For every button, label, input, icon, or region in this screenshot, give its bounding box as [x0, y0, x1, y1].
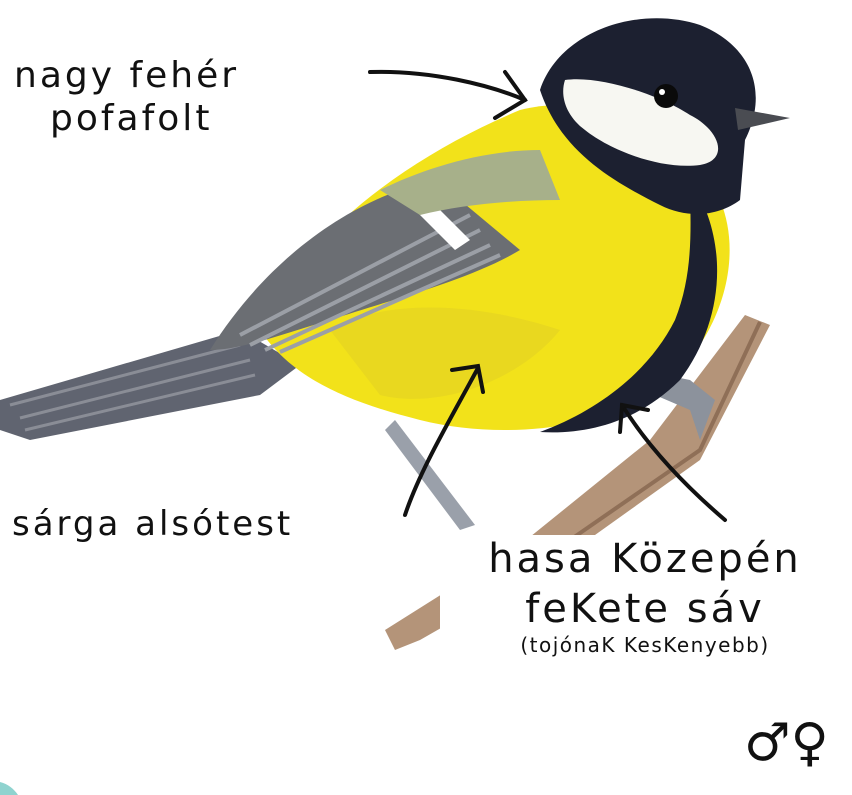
arrow-cheek [370, 72, 525, 100]
label-white-cheek: nagy fehér pofafolt [14, 54, 239, 140]
label-yellow-underside: sárga alsótest [12, 504, 293, 545]
label-black-belly-stripe: hasa Közepén feKete sáv (tojónaK KesKeny… [440, 535, 850, 657]
label-stripe-line1: hasa Közepén [440, 535, 850, 583]
corner-decoration [0, 782, 18, 795]
label-white-cheek-line2: pofafolt [50, 97, 239, 140]
label-stripe-line2: feKete sáv [440, 585, 850, 633]
tail [0, 330, 300, 440]
label-white-cheek-line1: nagy fehér [14, 54, 239, 97]
label-stripe-note: (tojónaK KesKenyebb) [440, 633, 850, 657]
male-female-symbols: ♂♀ [744, 713, 829, 773]
